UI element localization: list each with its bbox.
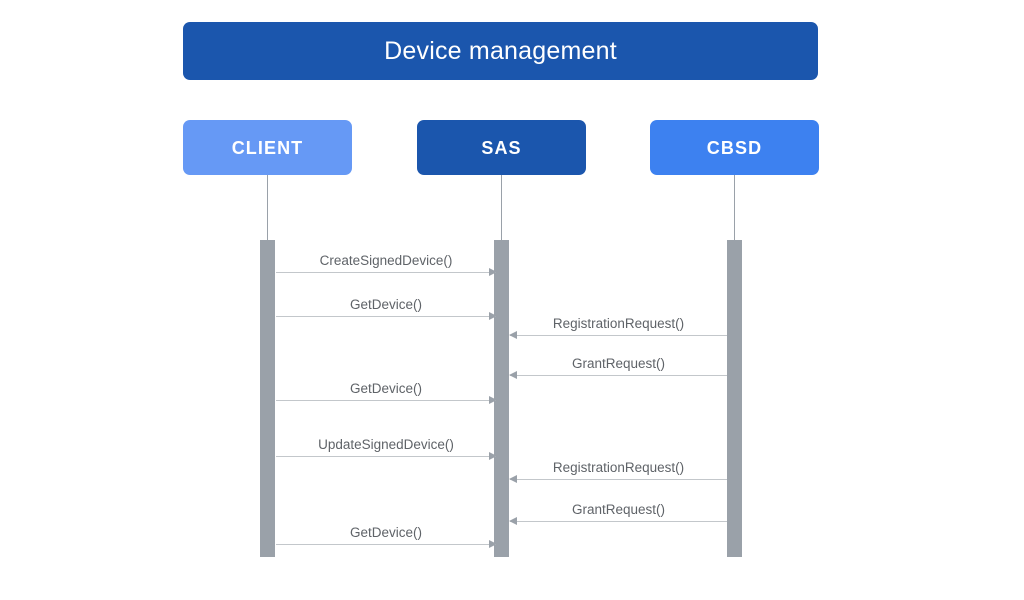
- message-label: GrantRequest(): [571, 501, 666, 517]
- actor-label-cbsd: CBSD: [706, 137, 763, 158]
- message-label: UpdateSignedDevice(): [318, 436, 454, 452]
- arrowhead-right-icon: [489, 452, 497, 460]
- arrowhead-left-icon: [509, 517, 517, 525]
- arrowhead-left-icon: [509, 331, 517, 339]
- lifeline-sas: [501, 175, 502, 240]
- actor-box-sas[interactable]: SAS: [417, 120, 586, 175]
- actor-label-sas: SAS: [481, 137, 522, 158]
- message-arrow: GetDevice(): [276, 381, 497, 404]
- actor-box-cbsd[interactable]: CBSD: [650, 120, 819, 175]
- arrowhead-left-icon: [509, 371, 517, 379]
- message-arrow: GrantRequest(): [509, 502, 727, 525]
- message-label: GetDevice(): [349, 296, 422, 312]
- message-label: GetDevice(): [349, 380, 422, 396]
- diagram-title-bar: Device management: [183, 22, 818, 80]
- actor-label-client: CLIENT: [231, 137, 304, 158]
- lifeline-client: [267, 175, 268, 240]
- arrowhead-right-icon: [489, 540, 497, 548]
- activation-bar-sas: [494, 240, 509, 557]
- arrowhead-right-icon: [489, 396, 497, 404]
- activation-bar-cbsd: [727, 240, 742, 557]
- message-arrow: RegistrationRequest(): [509, 316, 727, 339]
- activation-bar-client: [260, 240, 275, 557]
- message-label: CreateSignedDevice(): [319, 252, 453, 268]
- message-arrow: GetDevice(): [276, 525, 497, 548]
- arrowhead-left-icon: [509, 475, 517, 483]
- arrowhead-right-icon: [489, 312, 497, 320]
- message-label: RegistrationRequest(): [552, 315, 685, 331]
- message-label: GetDevice(): [349, 524, 422, 540]
- message-label: RegistrationRequest(): [552, 459, 685, 475]
- message-arrow: GetDevice(): [276, 297, 497, 320]
- arrowhead-right-icon: [489, 268, 497, 276]
- lifeline-cbsd: [734, 175, 735, 240]
- message-arrow: RegistrationRequest(): [509, 460, 727, 483]
- message-arrow: UpdateSignedDevice(): [276, 437, 497, 460]
- message-label: GrantRequest(): [571, 355, 666, 371]
- message-arrow: CreateSignedDevice(): [276, 253, 497, 276]
- diagram-title: Device management: [384, 36, 617, 65]
- actor-box-client[interactable]: CLIENT: [183, 120, 352, 175]
- message-arrow: GrantRequest(): [509, 356, 727, 379]
